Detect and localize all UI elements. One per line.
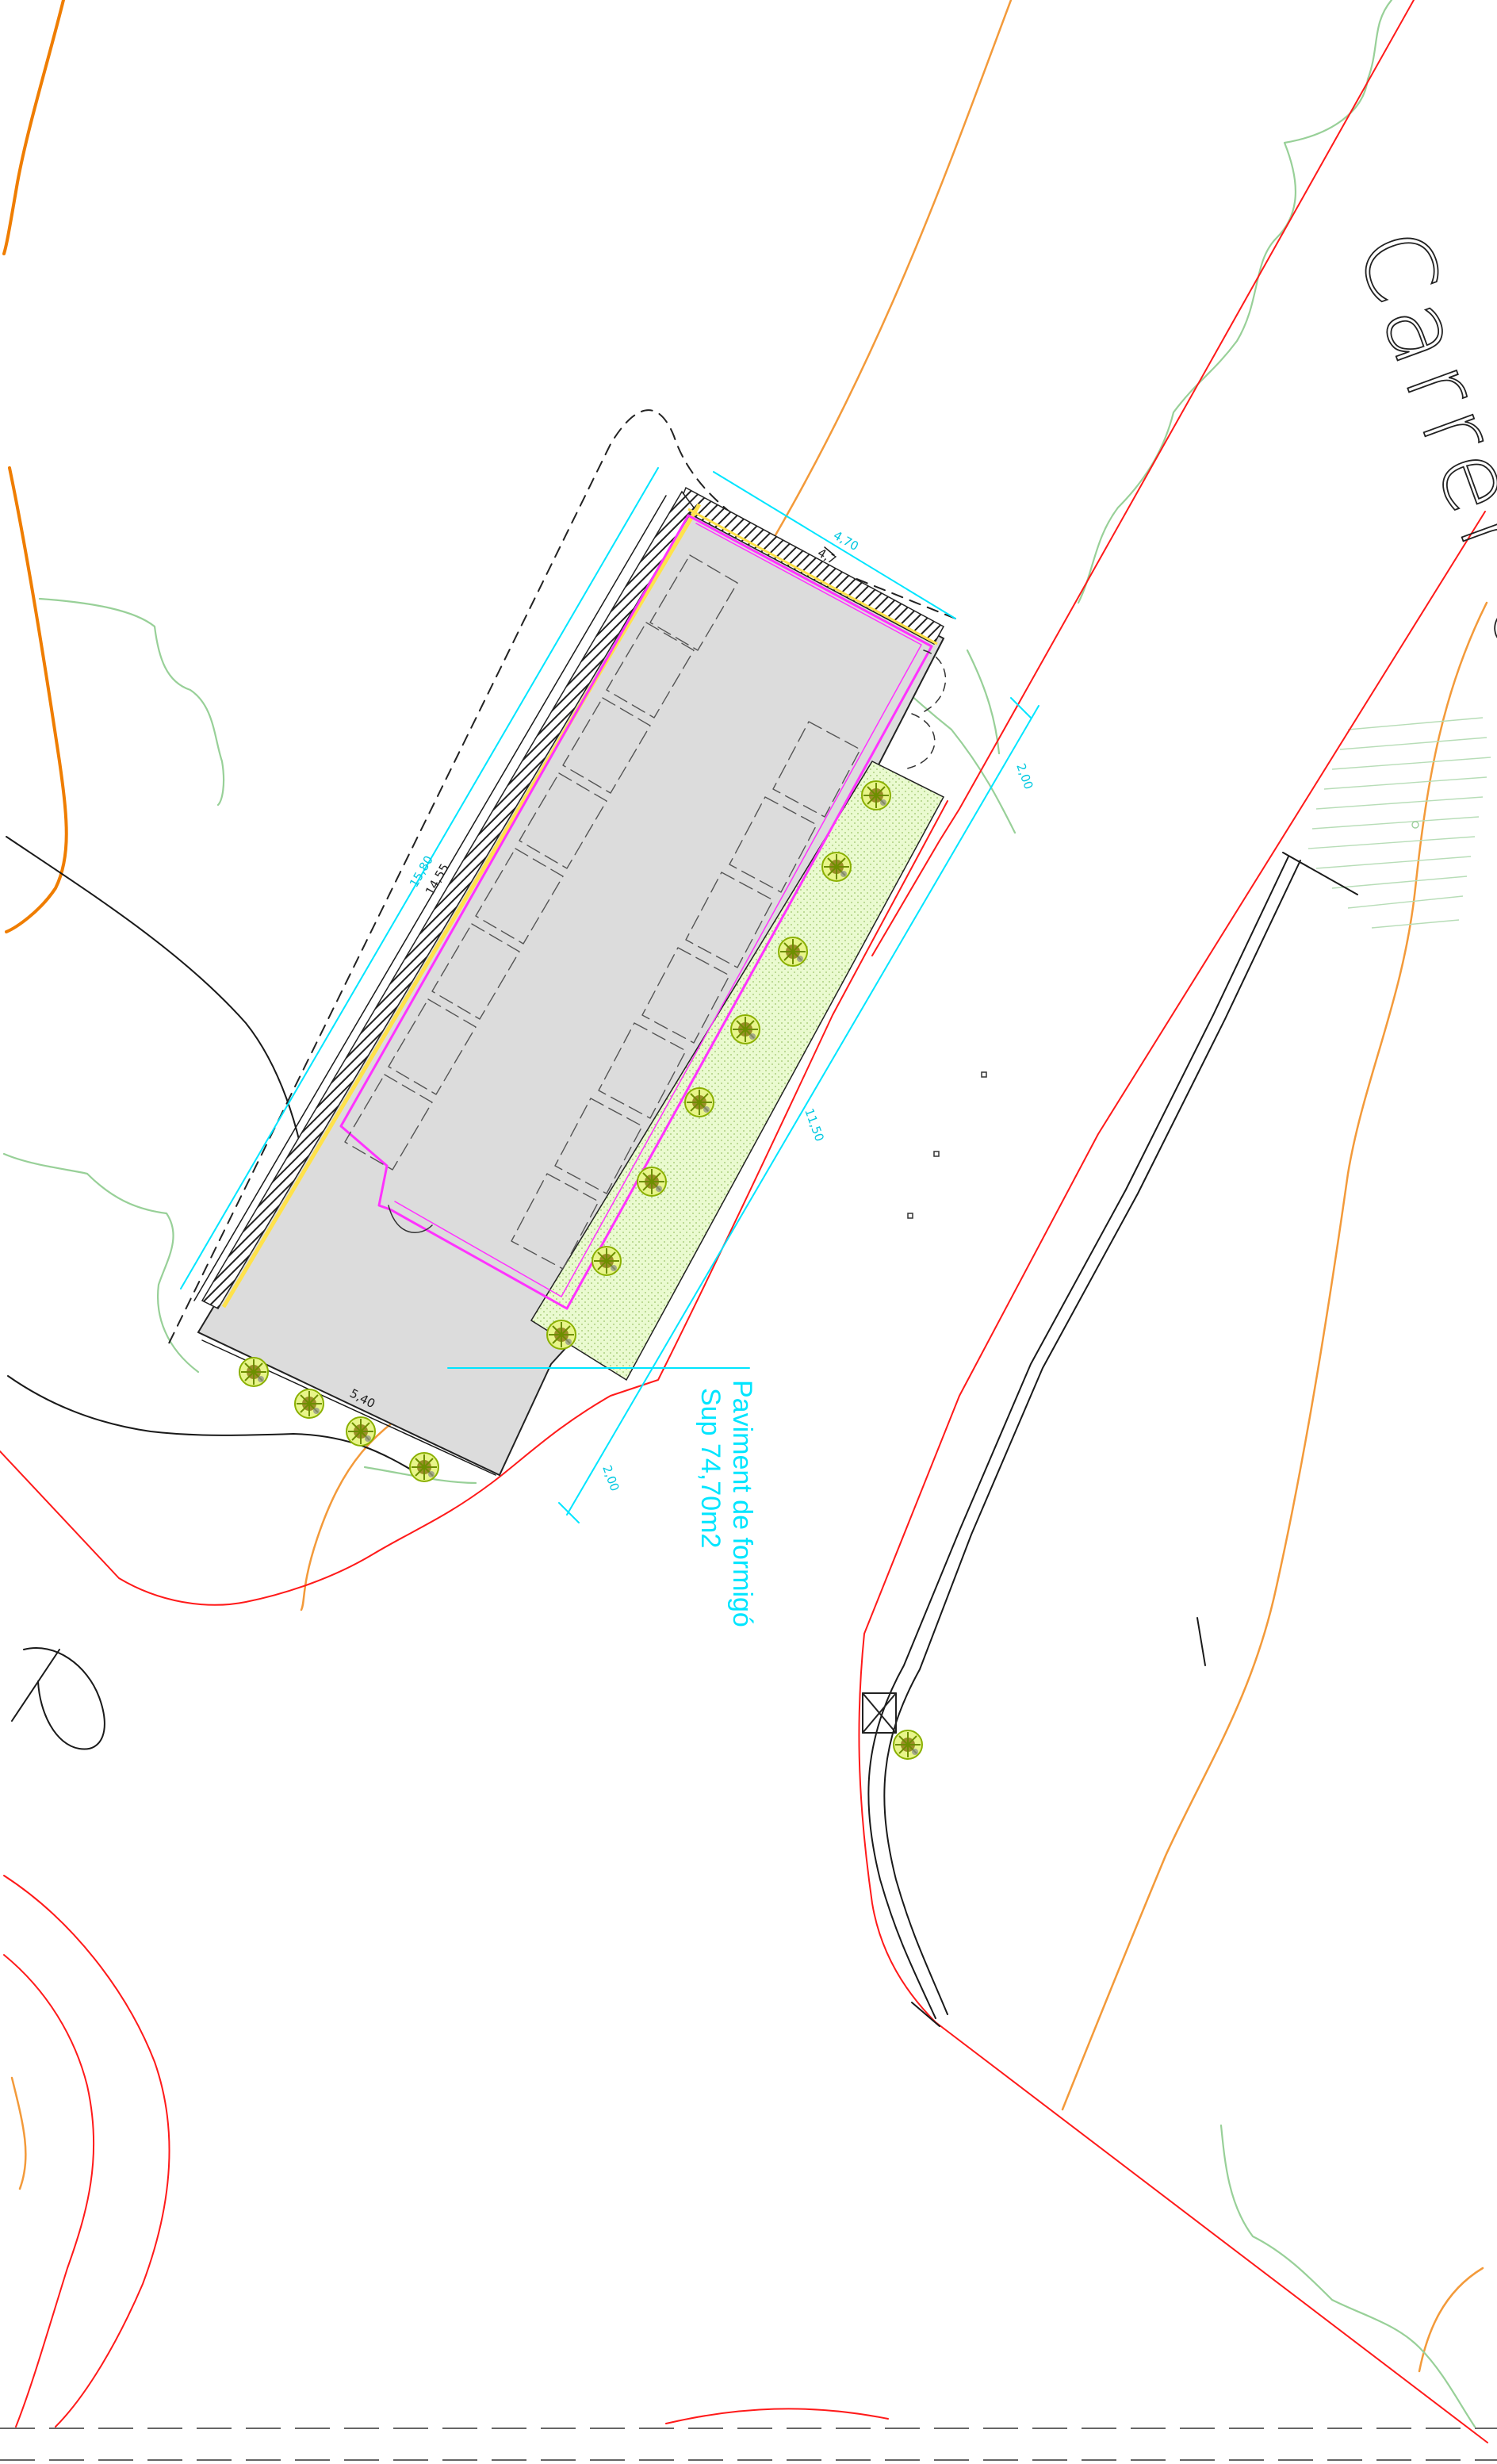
- tree-symbol-icon: [346, 1416, 376, 1447]
- dim-right-length: 11,50: [802, 1106, 827, 1144]
- building-footprint: [197, 486, 947, 1477]
- tree-symbol-icon: [294, 1389, 324, 1419]
- dim-right-offset-bottom: 2,00: [599, 1463, 622, 1493]
- tree-symbol-icon: [409, 1452, 439, 1482]
- tree-symbol-icon: [778, 937, 808, 967]
- tree-symbol-icon: [861, 780, 891, 810]
- pavement-label-line2: Sup 74,70m2: [695, 1388, 726, 1548]
- setback-dashed-line: [166, 409, 956, 1349]
- tree-symbol-icon: [546, 1320, 576, 1350]
- tree-symbol-icon: [730, 1014, 760, 1044]
- pavement-label-line1: Paviment de formigó: [727, 1380, 757, 1627]
- tree-symbol-icon: [239, 1357, 269, 1387]
- tree-symbol-icon: [592, 1246, 622, 1276]
- planter-strip: [530, 761, 945, 1381]
- dim-right-offset-top: 2,00: [1013, 761, 1036, 791]
- tree-symbol-icon: [684, 1087, 714, 1117]
- dim-top-width: 4,70: [831, 528, 861, 554]
- tree-symbol-icon: [637, 1167, 667, 1197]
- concrete-paving: [197, 506, 945, 1477]
- vegetation-hatch-area: [1307, 717, 1491, 929]
- tree-symbol-icon: [893, 1730, 923, 1760]
- hatched-wall-left: [201, 490, 695, 1309]
- interior-walls: [339, 514, 933, 1310]
- tree-symbol-icon: [821, 852, 852, 882]
- street-name-group: Carrer de les Aigües: [1334, 215, 1497, 1305]
- contour-lines: [2, 0, 1488, 2373]
- street-name: Carrer de les Aigües: [1334, 216, 1497, 1305]
- lamp-post-icon: [862, 1692, 897, 1734]
- bottom-dashed-lines: [0, 2428, 1497, 2461]
